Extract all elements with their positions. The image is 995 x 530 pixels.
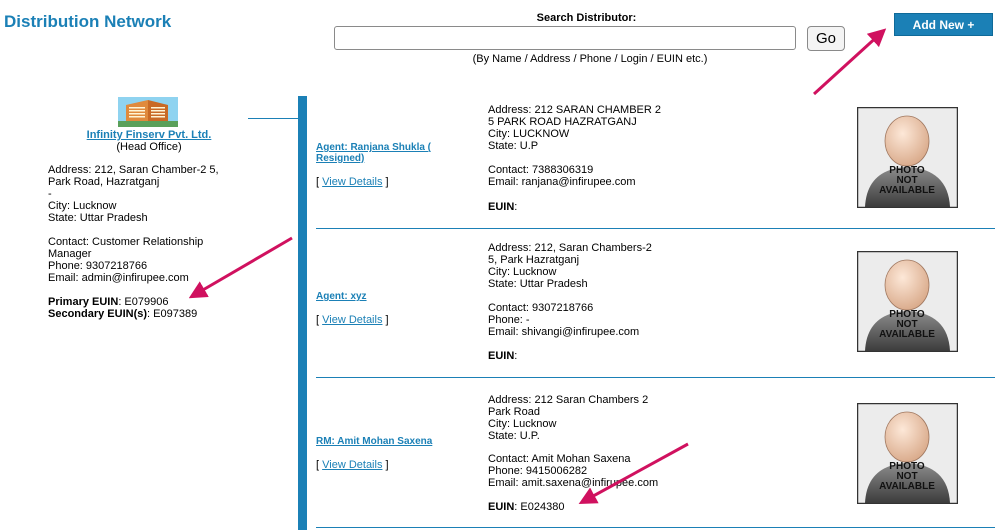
svg-text:AVAILABLE: AVAILABLE	[879, 329, 935, 340]
head-office-name-link[interactable]: Infinity Finserv Pvt. Ltd.	[86, 129, 212, 141]
svg-text:NOT: NOT	[896, 175, 917, 186]
svg-text:NOT: NOT	[896, 471, 917, 482]
agent-contact: Contact: Amit Mohan Saxena	[488, 453, 631, 465]
ho-city: City: Lucknow	[48, 200, 117, 212]
agent-email: Email: amit.saxena@infirupee.com	[488, 477, 659, 489]
agent-name-link[interactable]: Agent: Ranjana Shukla (Resigned)	[316, 142, 432, 164]
agent-address-line1: Address: 212 SARAN CHAMBER 2	[488, 104, 662, 116]
annotation-arrow-icon	[188, 236, 293, 299]
agent-euin: EUIN: E024380	[488, 501, 565, 513]
ho-secondary-euin: Secondary EUIN(s): E097389	[48, 308, 198, 320]
annotation-arrow-icon	[578, 442, 689, 505]
agent-address-line2: 5 PARK ROAD HAZRATGANJ	[488, 116, 637, 128]
svg-text:NOT: NOT	[896, 319, 917, 330]
photo-not-available-icon: PHOTO NOT AVAILABLE	[856, 106, 959, 209]
agent-contact: Contact: 7388306319	[488, 164, 594, 176]
agent-address-line1: Address: 212, Saran Chambers-2	[488, 242, 652, 254]
svg-text:AVAILABLE: AVAILABLE	[879, 481, 935, 492]
add-new-button[interactable]: Add New +	[894, 13, 993, 36]
view-details-link[interactable]: [ View Details ]	[316, 314, 389, 326]
ho-state: State: Uttar Pradesh	[48, 212, 148, 224]
svg-text:AVAILABLE: AVAILABLE	[879, 185, 935, 196]
connector-line	[248, 118, 298, 119]
agent-name-link[interactable]: Agent: xyz	[316, 291, 367, 302]
head-office-label: (Head Office)	[116, 141, 182, 153]
svg-text:PHOTO: PHOTO	[889, 165, 925, 176]
agent-phone: Phone: 9415006282	[488, 465, 588, 477]
page-title: Distribution Network	[4, 12, 172, 31]
view-details-link[interactable]: [ View Details ]	[316, 459, 389, 471]
photo-not-available-icon: PHOTO NOT AVAILABLE	[856, 402, 959, 505]
agent-city: City: LUCKNOW	[488, 128, 570, 140]
agent-email: Email: ranjana@infirupee.com	[488, 176, 636, 188]
svg-text:PHOTO: PHOTO	[889, 461, 925, 472]
annotation-arrow-icon	[812, 28, 887, 96]
agent-address-line2: 5, Park Hazratganj	[488, 254, 580, 266]
agent-euin: EUIN:	[488, 201, 518, 213]
row-divider	[316, 377, 995, 378]
agent-state: State: U.P.	[488, 430, 540, 442]
tree-vertical-bar	[298, 96, 307, 530]
agent-city: City: Lucknow	[488, 418, 557, 430]
ho-email: Email: admin@infirupee.com	[48, 272, 189, 284]
row-divider	[316, 228, 995, 229]
ho-contact-line1: Contact: Customer Relationship	[48, 236, 204, 248]
agent-address-line2: Park Road	[488, 406, 540, 418]
ho-address-line2: Park Road, Hazratganj	[48, 176, 160, 188]
svg-text:PHOTO: PHOTO	[889, 309, 925, 320]
go-button[interactable]: Go	[807, 26, 845, 51]
agent-euin: EUIN:	[488, 350, 518, 362]
ho-address-line1: Address: 212, Saran Chamber-2 5,	[48, 164, 219, 176]
search-hint: (By Name / Address / Phone / Login / EUI…	[472, 53, 708, 65]
search-input[interactable]	[334, 26, 796, 50]
agent-name-link[interactable]: RM: Amit Mohan Saxena	[316, 436, 433, 447]
photo-not-available-icon: PHOTO NOT AVAILABLE	[856, 250, 959, 353]
search-label: Search Distributor:	[536, 12, 637, 24]
view-details-link[interactable]: [ View Details ]	[316, 176, 389, 188]
ho-address-line3: -	[48, 188, 52, 200]
row-divider	[316, 527, 995, 528]
agent-email: Email: shivangi@infirupee.com	[488, 326, 640, 338]
building-logo-icon	[118, 97, 178, 127]
agent-state: State: Uttar Pradesh	[488, 278, 588, 290]
agent-phone: Phone: -	[488, 314, 530, 326]
ho-primary-euin: Primary EUIN: E079906	[48, 296, 169, 308]
agent-address-line1: Address: 212 Saran Chambers 2	[488, 394, 649, 406]
agent-city: City: Lucknow	[488, 266, 557, 278]
ho-contact-line2: Manager	[48, 248, 92, 260]
ho-phone: Phone: 9307218766	[48, 260, 148, 272]
agent-state: State: U.P	[488, 140, 539, 152]
agent-contact: Contact: 9307218766	[488, 302, 594, 314]
